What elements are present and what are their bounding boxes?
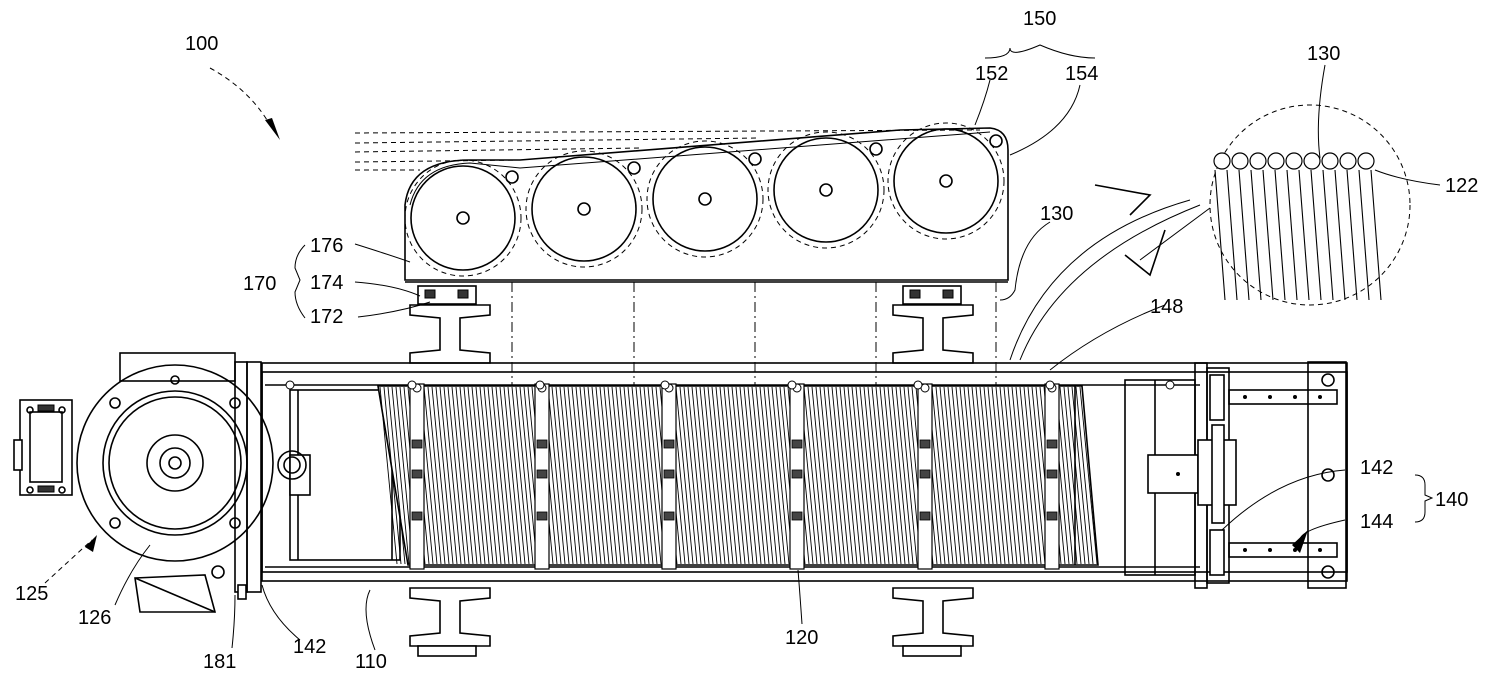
inset-wire-section <box>1321 152 1339 170</box>
label-122: 122 <box>1445 175 1478 197</box>
spool-reel <box>646 140 764 258</box>
inset-wire-section <box>1357 152 1375 170</box>
inset-wire-lines <box>1214 169 1382 301</box>
wire-detail-inset <box>1139 104 1411 306</box>
spool-assembly <box>354 122 1009 385</box>
label-142-left: 142 <box>293 636 326 658</box>
inset-wire-section <box>1213 152 1231 170</box>
support-bracket-top-right <box>892 285 974 364</box>
label-148: 148 <box>1150 296 1183 318</box>
label-125: 125 <box>15 583 48 605</box>
spool-reel <box>404 159 522 277</box>
label-140: 140 <box>1435 489 1468 511</box>
wire-windings <box>379 386 1098 565</box>
label-130-mid: 130 <box>1040 203 1073 225</box>
spool-reel <box>767 131 885 249</box>
label-150: 150 <box>1023 8 1056 30</box>
tension-unit <box>1147 361 1347 589</box>
drum-clamps <box>285 380 1175 570</box>
support-bracket-bottom-left <box>409 587 491 657</box>
label-154: 154 <box>1065 63 1098 85</box>
label-170: 170 <box>243 273 276 295</box>
label-110: 110 <box>355 651 387 673</box>
reference-labels: 100 150 152 154 130 122 130 176 170 174 … <box>15 8 1478 673</box>
inset-wire-circles <box>1213 152 1375 170</box>
label-100: 100 <box>185 33 218 55</box>
label-144: 144 <box>1360 511 1393 533</box>
support-bracket-bottom-right <box>892 587 974 657</box>
label-130-inset: 130 <box>1307 43 1340 65</box>
support-bracket-top-left <box>409 285 491 364</box>
leader-lines <box>44 44 1441 651</box>
detail-arrows <box>1009 184 1201 361</box>
inset-wire-section <box>1303 152 1321 170</box>
label-181: 181 <box>203 651 236 673</box>
inset-wire-section <box>1231 152 1249 170</box>
inset-wire-section <box>1285 152 1303 170</box>
label-172: 172 <box>310 306 343 328</box>
label-174: 174 <box>310 272 343 294</box>
label-176: 176 <box>310 235 343 257</box>
inset-wire-section <box>1267 152 1285 170</box>
label-142-right: 142 <box>1360 457 1393 479</box>
spool-reel <box>887 122 1005 240</box>
inset-wire-section <box>1249 152 1267 170</box>
label-120: 120 <box>785 627 818 649</box>
winding-drum <box>377 385 1099 566</box>
label-152: 152 <box>975 63 1008 85</box>
spool-reel <box>525 150 643 268</box>
inset-wire-section <box>1339 152 1357 170</box>
label-126: 126 <box>78 607 111 629</box>
motor-unit <box>13 352 274 613</box>
